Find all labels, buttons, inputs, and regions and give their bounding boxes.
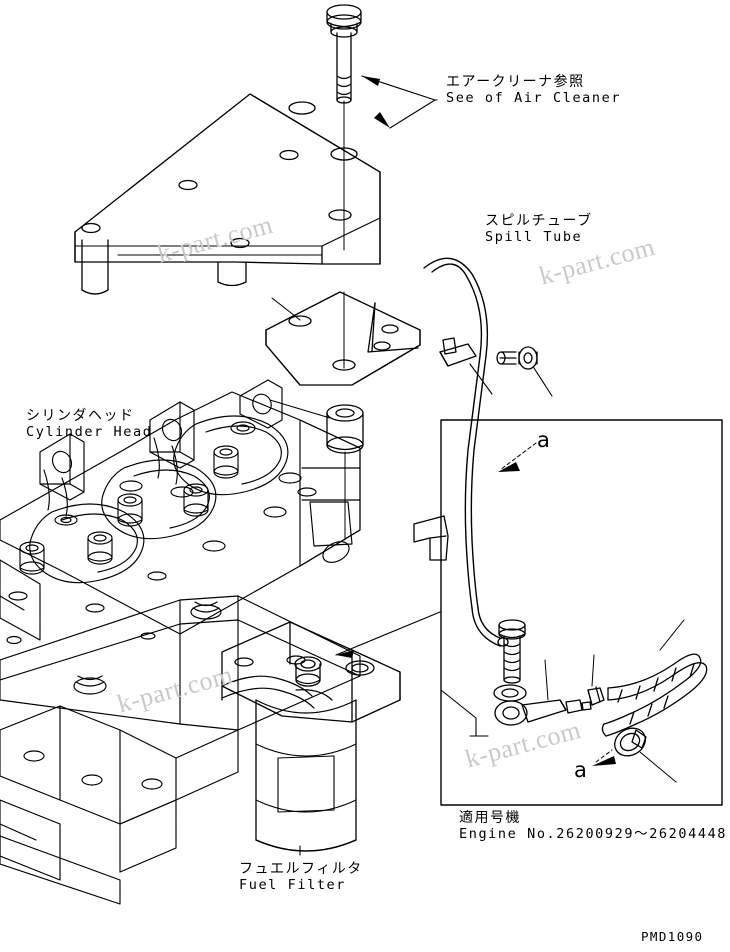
- label-cylinder-head: シリンダヘッド Cylinder Head: [26, 408, 152, 440]
- label-air-cleaner: エアークリーナ参照 See of Air Cleaner: [446, 74, 621, 106]
- detail-exploded-parts: [493, 619, 708, 783]
- leader-callout-a-lower: [595, 749, 613, 763]
- label-cylinder-head-jp: シリンダヘッド: [26, 408, 135, 424]
- label-fuel-filter: フュエルフィルタ Fuel Filter: [239, 861, 363, 893]
- detail-box-frame: [440, 419, 723, 806]
- spill-tube-banjo-bolt: [496, 346, 553, 397]
- label-spill-tube-en: Spill Tube: [485, 228, 583, 245]
- label-air-cleaner-en: See of Air Cleaner: [446, 89, 622, 106]
- label-engine-no-en: Engine No.26200929〜26204448: [459, 825, 728, 842]
- callout-a-lower: a: [574, 758, 587, 782]
- fuel-filter-bracket-plate: [265, 291, 421, 386]
- cylinder-head-casting: [0, 379, 361, 905]
- leader-arrowheads-air-cleaner: [362, 76, 390, 128]
- label-engine-no: 適用号機 Engine No.26200929〜26204448: [459, 810, 727, 842]
- leader-callout-a-upper: [499, 442, 537, 471]
- label-fuel-filter-en: Fuel Filter: [239, 876, 347, 893]
- label-spill-tube: スピルチューブ Spill Tube: [485, 213, 593, 245]
- leader-air-cleaner: [361, 75, 438, 129]
- label-engine-no-jp: 適用号機: [459, 810, 521, 826]
- spacer-collar: [269, 399, 364, 541]
- drawing-number: PMD1090: [641, 929, 704, 944]
- label-spill-tube-jp: スピルチューブ: [485, 213, 593, 229]
- label-air-cleaner-jp: エアークリーナ参照: [446, 74, 585, 90]
- tube-bracket-tab: [413, 515, 449, 561]
- air-cleaner-mount-plate: [74, 93, 381, 295]
- fuel-filter-assembly: [221, 621, 401, 852]
- callout-a-upper: a: [537, 428, 550, 452]
- leader-bracket: [440, 689, 489, 737]
- label-cylinder-head-en: Cylinder Head: [26, 423, 153, 440]
- leader-filter-to-detail: [335, 611, 441, 656]
- label-fuel-filter-jp: フュエルフィルタ: [239, 861, 363, 877]
- spill-tube-assembly: [423, 257, 509, 647]
